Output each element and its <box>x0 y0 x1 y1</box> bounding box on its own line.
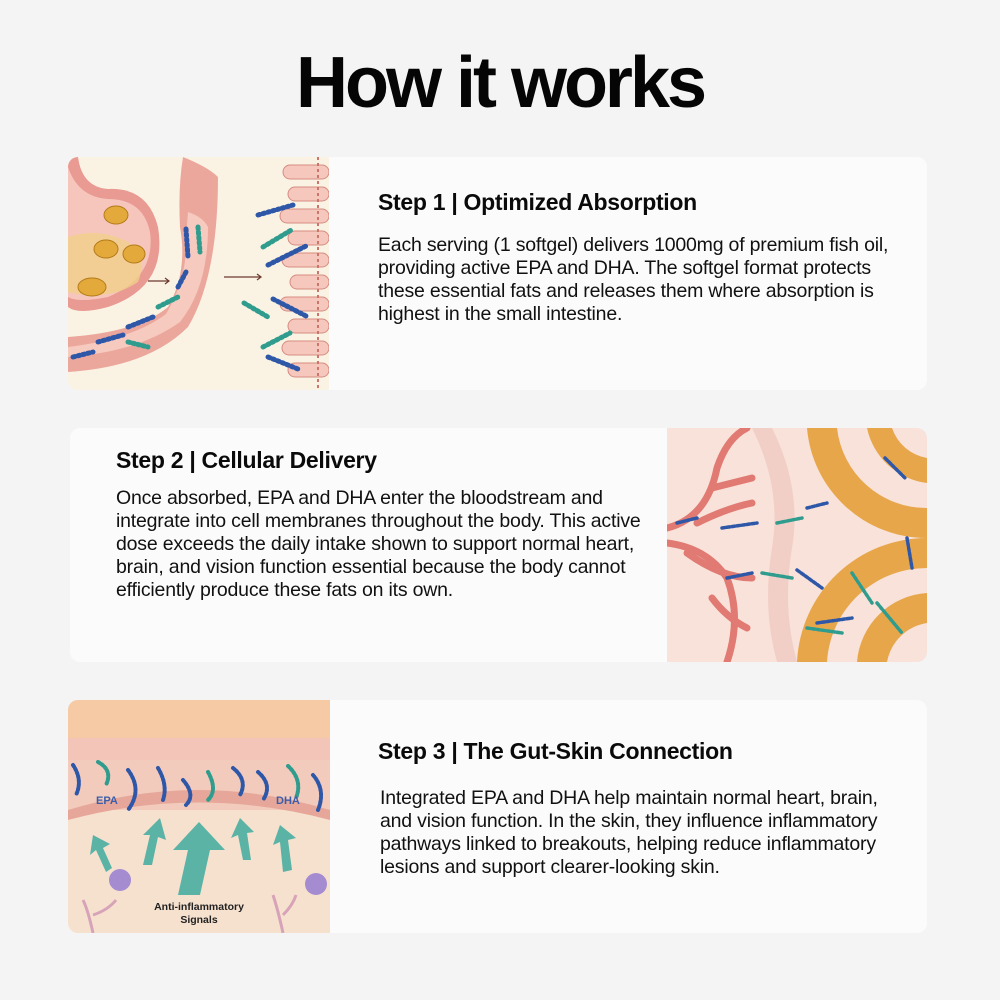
stomach-intestine-absorption-illustration <box>68 157 329 390</box>
signals-label-line2: Signals <box>180 914 218 926</box>
blood-vessel-cell-membrane-illustration <box>667 428 927 662</box>
step-1-heading: Step 1 | Optimized Absorption <box>378 189 697 215</box>
dha-label: DHA <box>276 795 300 807</box>
step-3-body: Integrated EPA and DHA help maintain nor… <box>380 787 878 878</box>
page-title: How it works <box>295 43 707 123</box>
step-2-card: Step 2 | Cellular Delivery Once absorbed… <box>70 428 927 662</box>
step-2-body: Once absorbed, EPA and DHA enter the blo… <box>116 487 641 601</box>
step-1-body: Each serving (1 softgel) delivers 1000mg… <box>378 234 889 325</box>
step-1-card: Step 1 | Optimized Absorption Each servi… <box>68 157 927 390</box>
signals-label-line1: Anti-inflammatory <box>154 901 244 913</box>
step-3-heading: Step 3 | The Gut-Skin Connection <box>378 738 733 764</box>
epa-label: EPA <box>96 795 118 807</box>
skin-layers-anti-inflammatory-illustration: EPA DHA Anti-inflammatory Signals <box>68 700 330 933</box>
step-2-heading: Step 2 | Cellular Delivery <box>116 447 377 473</box>
step-3-card: EPA DHA Anti-inflammatory Signals Step 3… <box>68 700 927 933</box>
